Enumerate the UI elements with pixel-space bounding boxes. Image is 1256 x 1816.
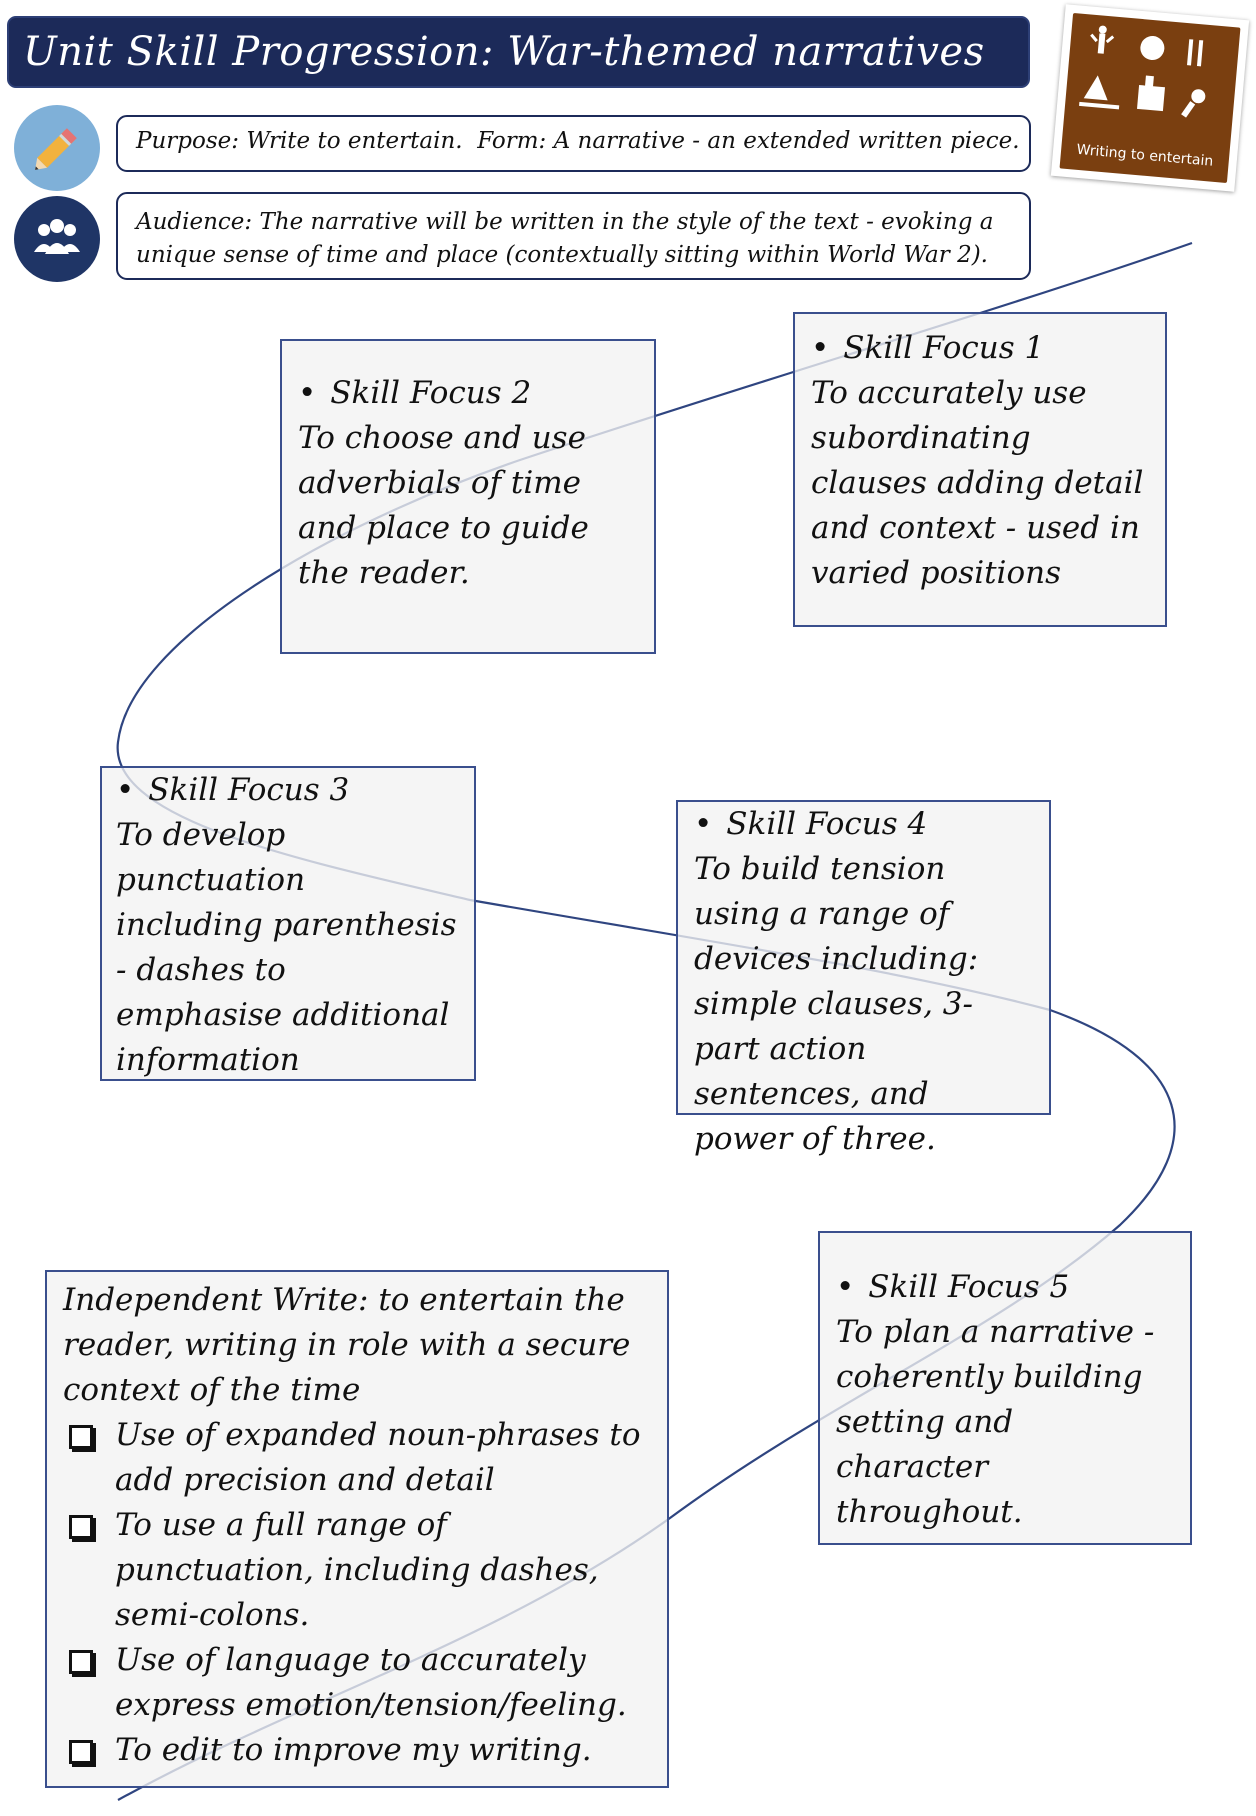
writing-to-entertain-badge: Writing to entertain bbox=[1050, 4, 1250, 192]
skill-focus-1-card: •Skill Focus 1 To accurately use subordi… bbox=[793, 312, 1167, 627]
checklist-item: To edit to improve my writing. bbox=[63, 1728, 651, 1773]
purpose-text: Write to entertain. bbox=[246, 128, 463, 154]
skill-focus-2-card: •Skill Focus 2 To choose and use adverbi… bbox=[280, 339, 656, 654]
independent-write-heading: Independent Write: to entertain the read… bbox=[63, 1282, 631, 1408]
pencil-icon bbox=[14, 105, 100, 191]
checkbox-icon[interactable] bbox=[69, 1740, 93, 1764]
skill-focus-5-card: •Skill Focus 5 To plan a narrative - coh… bbox=[818, 1231, 1192, 1545]
checklist-item: To use a full range of punctuation, incl… bbox=[63, 1503, 651, 1638]
skill-focus-2-heading: •Skill Focus 2 bbox=[298, 375, 532, 411]
checklist-item: Use of language to accurately express em… bbox=[63, 1638, 651, 1728]
activity-pictogram-icon bbox=[1079, 25, 1206, 118]
checklist: Use of expanded noun-phrases to add prec… bbox=[63, 1413, 651, 1773]
skill-focus-5-text: To plan a narrative - coherently buildin… bbox=[836, 1314, 1155, 1530]
purpose-label: Purpose: bbox=[136, 128, 240, 154]
page-title: Unit Skill Progression: War-themed narra… bbox=[7, 16, 1030, 88]
skill-focus-4-card: •Skill Focus 4 To build tension using a … bbox=[676, 800, 1051, 1157]
audience-text: The narrative will be written in the sty… bbox=[136, 209, 994, 268]
skill-focus-3-heading: •Skill Focus 3 bbox=[116, 772, 350, 808]
audience-label: Audience: bbox=[136, 209, 253, 235]
independent-write-card: Independent Write: to entertain the read… bbox=[45, 1270, 669, 1788]
checkbox-icon[interactable] bbox=[69, 1425, 93, 1449]
skill-focus-4-text: To build tension using a range of device… bbox=[694, 851, 979, 1157]
form-label: Form: bbox=[477, 128, 547, 154]
skill-focus-3-card: •Skill Focus 3 To develop punctuation in… bbox=[100, 766, 476, 1081]
skill-focus-2-text: To choose and use adverbials of time and… bbox=[298, 420, 589, 591]
skill-focus-3-text: To develop punctuation including parenth… bbox=[116, 817, 457, 1078]
skill-focus-1-text: To accurately use subordinating clauses … bbox=[811, 375, 1144, 591]
checkbox-icon[interactable] bbox=[69, 1515, 93, 1539]
skill-focus-4-heading: •Skill Focus 4 bbox=[694, 806, 928, 842]
audience-box: Audience: The narrative will be written … bbox=[116, 192, 1031, 280]
checklist-item: Use of expanded noun-phrases to add prec… bbox=[63, 1413, 651, 1503]
skill-focus-1-heading: •Skill Focus 1 bbox=[811, 330, 1045, 366]
purpose-box: Purpose: Write to entertain. Form: A nar… bbox=[116, 115, 1031, 172]
form-text: A narrative - an extended written piece. bbox=[553, 128, 1020, 154]
people-icon bbox=[14, 196, 100, 282]
skill-focus-5-heading: •Skill Focus 5 bbox=[836, 1269, 1070, 1305]
checkbox-icon[interactable] bbox=[69, 1650, 93, 1674]
